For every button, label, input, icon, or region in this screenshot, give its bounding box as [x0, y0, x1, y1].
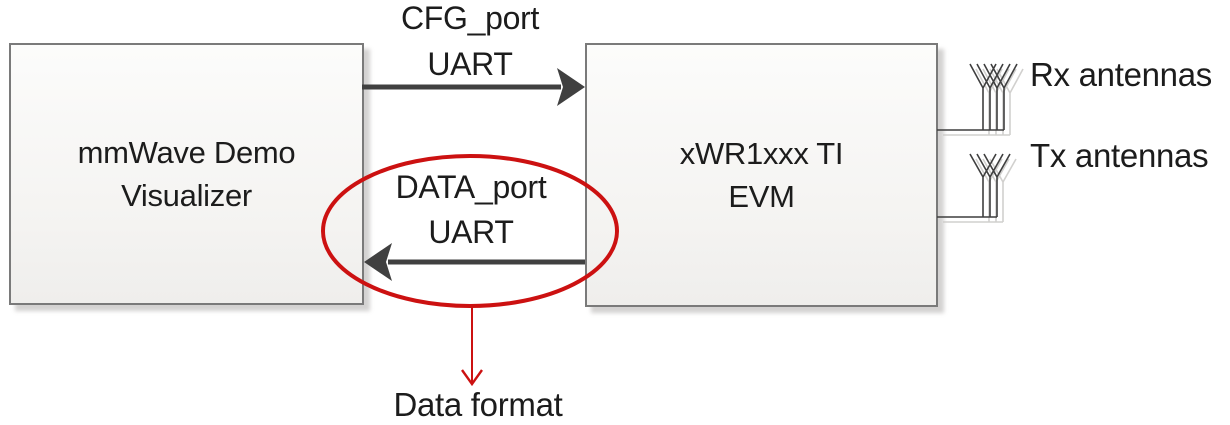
data-port-label-line2: UART	[428, 214, 514, 250]
mmwave-visualizer-label: mmWave Demo Visualizer	[78, 131, 296, 217]
data-port-label: DATA_port UART	[350, 165, 592, 255]
rx-antennas-label: Rx antennas	[1030, 56, 1212, 93]
data-uart-arrow	[364, 243, 585, 281]
xwr-evm-box: xWR1xxx TI EVM	[585, 43, 938, 307]
data-format-label: Data format	[393, 386, 563, 423]
data-port-label-line1: DATA_port	[395, 169, 547, 205]
tx-antenna-shadow	[943, 158, 1017, 223]
rx-antenna-shadow	[943, 68, 1024, 136]
xwr-evm-label-line1: xWR1xxx TI	[679, 136, 844, 171]
xwr-evm-label-line2: EVM	[728, 179, 795, 214]
cfg-port-label-line1: CFG_port	[400, 0, 540, 36]
highlight-ellipse	[321, 154, 619, 308]
tx-antennas-label: Tx antennas	[1030, 137, 1209, 174]
mmwave-visualizer-label-line1: mmWave Demo	[77, 135, 296, 170]
tx-antenna-icon	[937, 153, 1011, 218]
data-uart-arrowhead-icon	[364, 243, 392, 281]
cfg-port-label: CFG_port UART	[350, 0, 590, 87]
xwr-evm-label: xWR1xxx TI EVM	[680, 132, 844, 218]
cfg-port-label-line2: UART	[427, 46, 513, 82]
annotation-arrowhead-icon	[461, 369, 483, 387]
rx-antenna-icon	[937, 63, 1018, 131]
annotation-arrow	[461, 306, 483, 387]
cfg-uart-arrow	[362, 68, 585, 106]
cfg-uart-arrowhead-icon	[557, 68, 585, 106]
mmwave-visualizer-label-line2: Visualizer	[121, 178, 252, 213]
mmwave-visualizer-box: mmWave Demo Visualizer	[9, 43, 364, 305]
